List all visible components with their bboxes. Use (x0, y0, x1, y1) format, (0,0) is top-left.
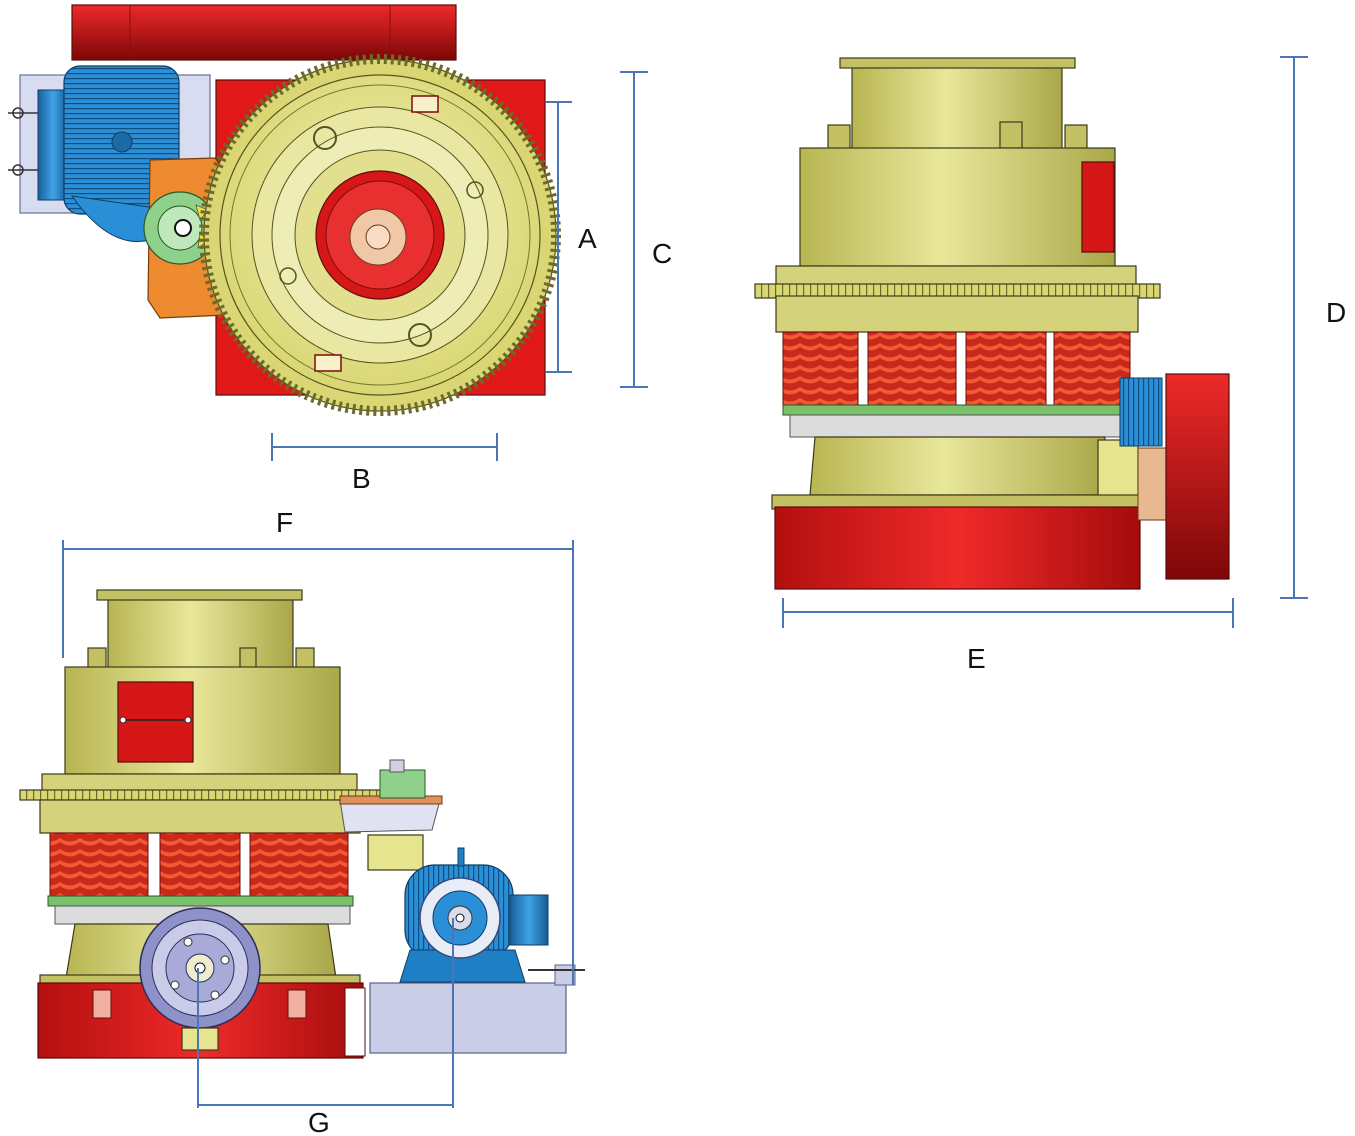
lock-cylinder-bracket (339, 799, 441, 833)
dimension-f: F (62, 507, 574, 985)
dimension-a: A (545, 101, 597, 373)
upper-bowl-bottom (64, 666, 341, 775)
dimension-label-a: A (578, 223, 597, 254)
side-access-door (1081, 161, 1115, 253)
side-view-bottom (19, 589, 585, 1059)
feed-hopper-bottom (107, 594, 294, 676)
dimension-d: D (1280, 56, 1346, 599)
feed-hopper (851, 61, 1063, 153)
bevel-ring-gear (199, 54, 561, 416)
main-frame-body (809, 436, 1106, 496)
dimension-label-e: E (967, 643, 986, 674)
pinion-gear (143, 191, 217, 265)
top-view (8, 4, 561, 416)
dimension-c: C (620, 71, 672, 388)
dimension-label-b: B (352, 463, 371, 494)
top-pulley-guard (71, 4, 457, 61)
drive-pulley (1165, 373, 1230, 580)
drive-motor-bottom (399, 847, 549, 983)
dimension-label-d: D (1326, 297, 1346, 328)
side-view-right (754, 57, 1230, 590)
upper-bowl (799, 147, 1116, 267)
motor-base-plate (369, 982, 567, 1054)
front-access-door (117, 681, 194, 763)
dimension-e: E (782, 598, 1234, 674)
dimension-g: G (197, 918, 454, 1136)
dimension-label-c: C (652, 238, 672, 269)
dimension-label-f: F (276, 507, 293, 538)
dimension-b: B (271, 433, 498, 494)
side-base-frame (774, 506, 1141, 590)
adjustment-ring-teeth-bottom (19, 789, 381, 801)
tramp-release-springs-bottom (49, 832, 349, 902)
dimension-label-g: G (308, 1107, 330, 1136)
tramp-release-springs (782, 331, 1131, 411)
crusher-pulley (139, 907, 261, 1051)
